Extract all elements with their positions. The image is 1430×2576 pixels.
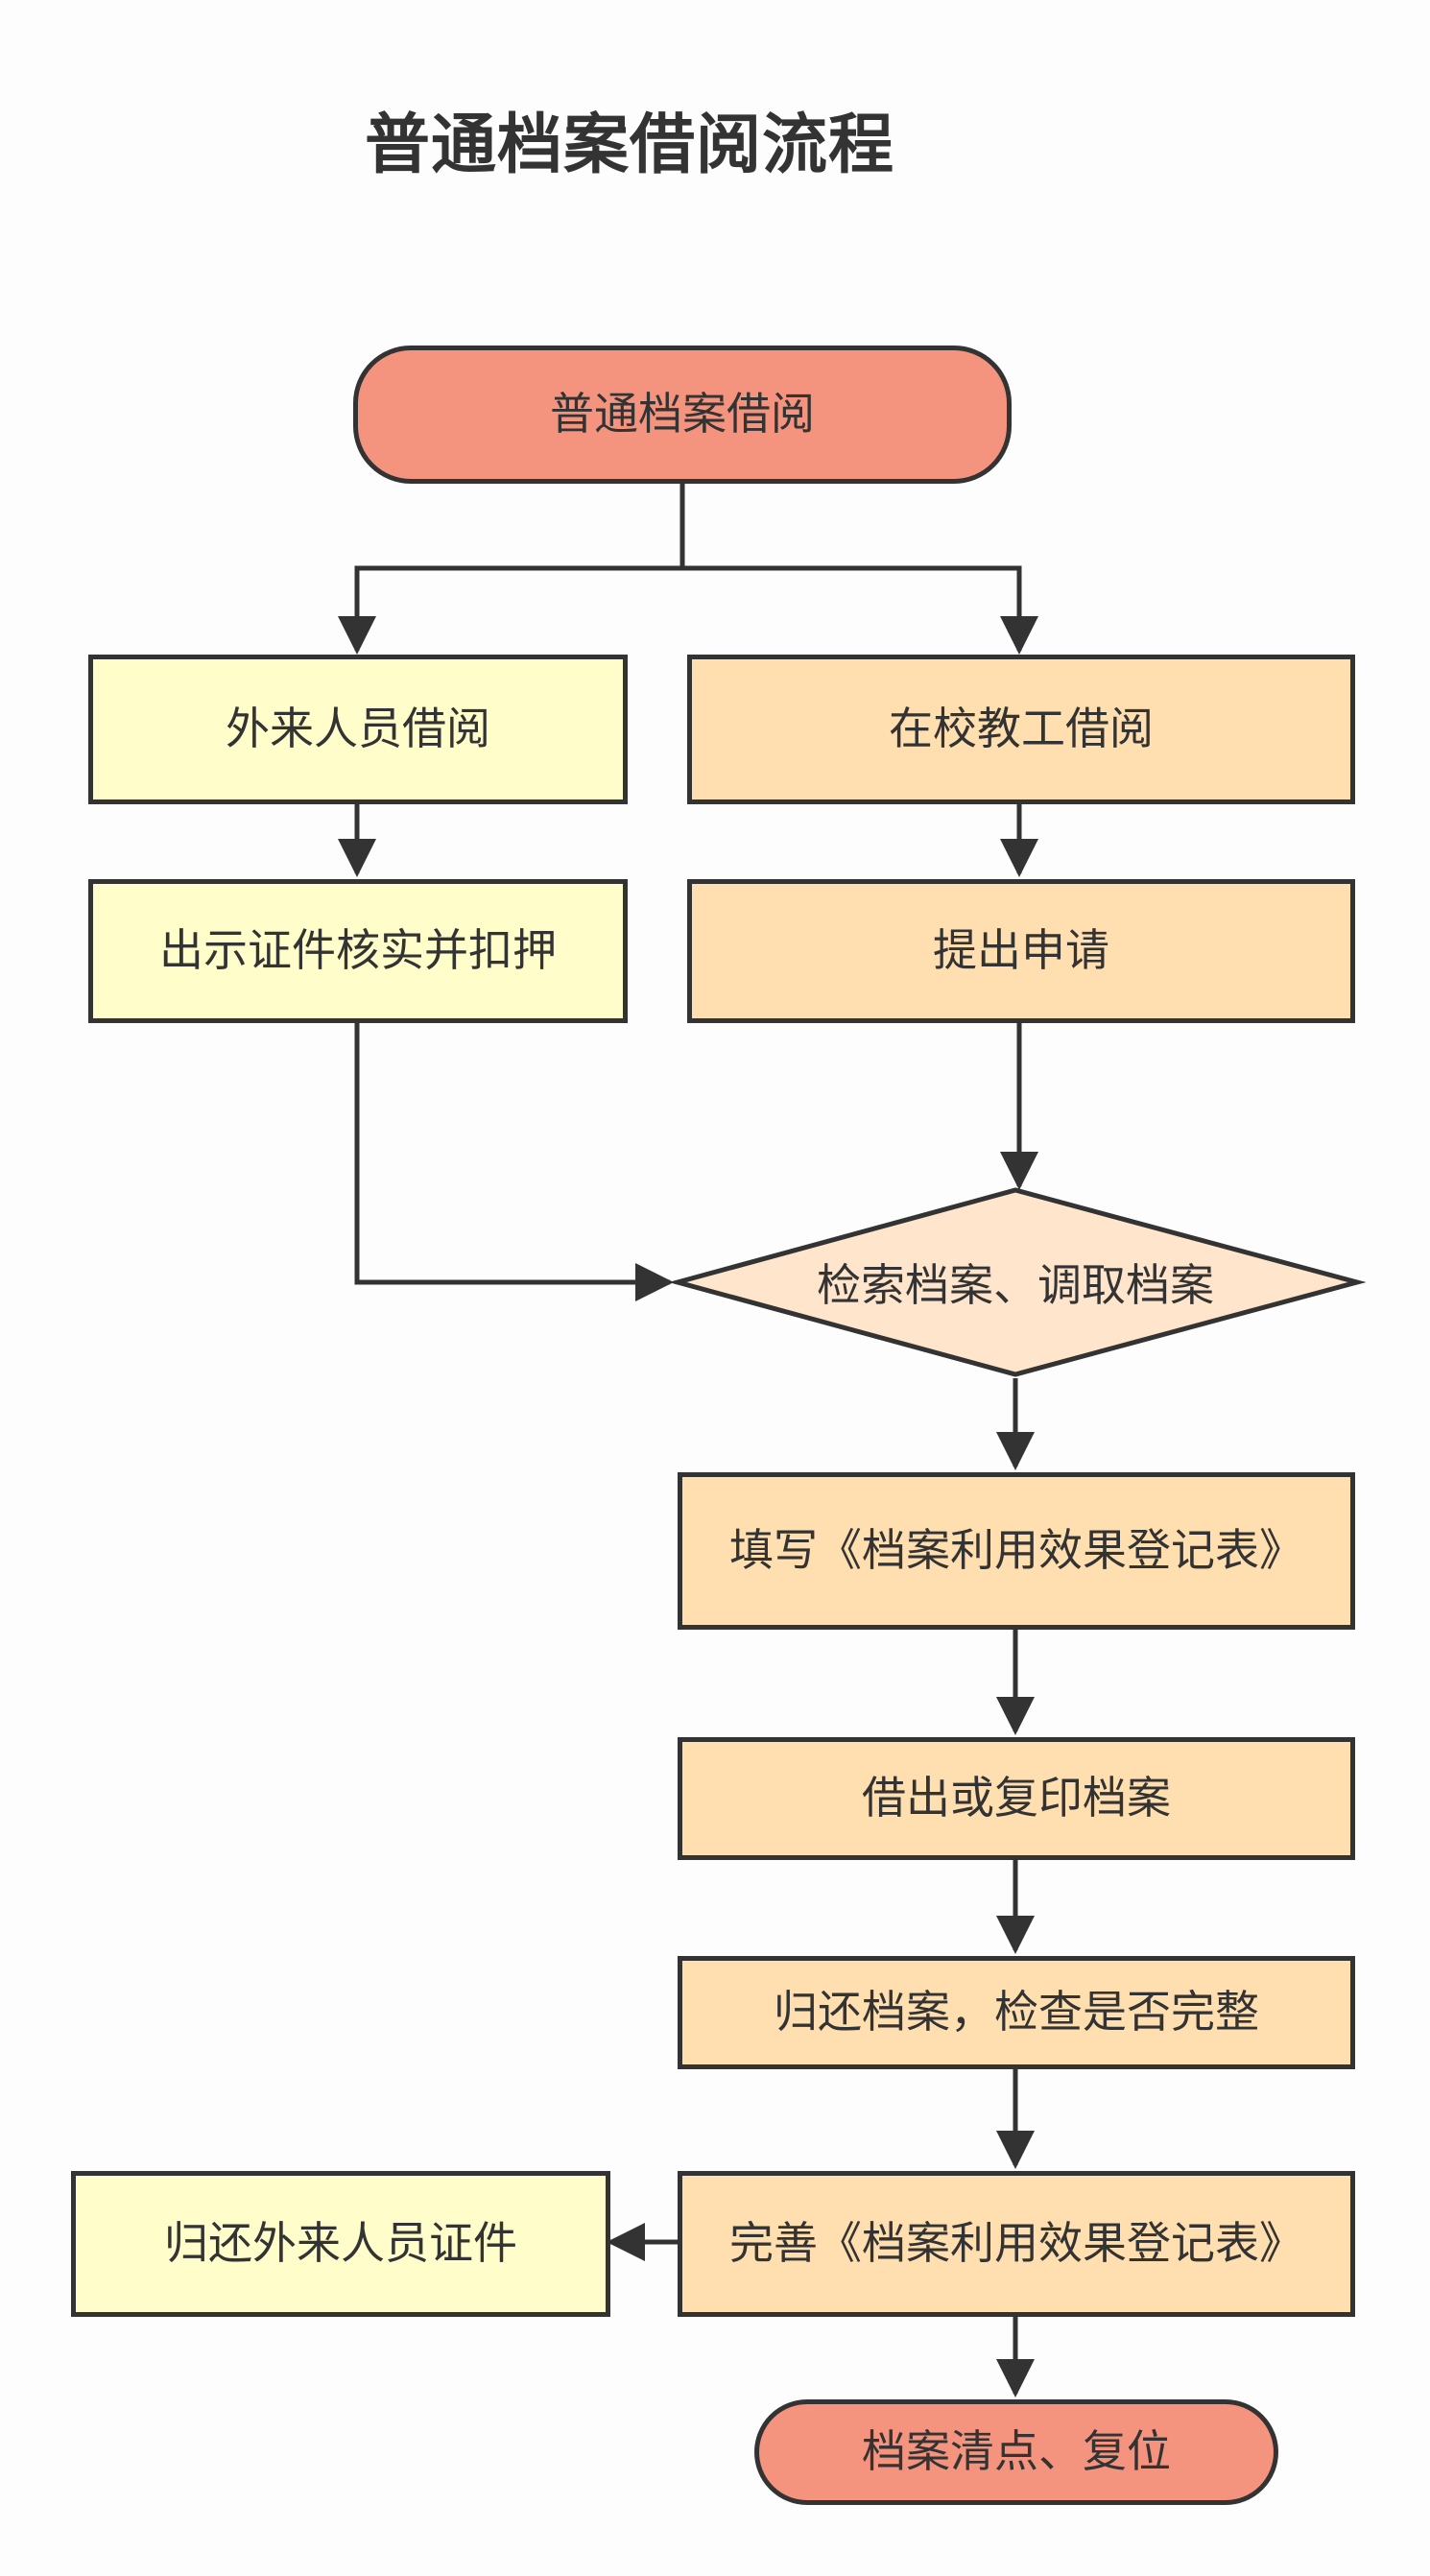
return-check-box: 归还档案，检查是否完整 xyxy=(678,1956,1355,2069)
retrieve-archives-decision: 检索档案、调取档案 xyxy=(817,1259,1214,1311)
end-terminal: 档案清点、复位 xyxy=(754,2399,1278,2505)
submit-application-box: 提出申请 xyxy=(687,879,1355,1023)
diagram-title: 普通档案借阅流程 xyxy=(365,107,895,183)
connector-show-id-to-retrieve xyxy=(354,1023,674,1301)
connector-split-to-visitor xyxy=(338,565,682,655)
show-id-box: 出示证件核实并扣押 xyxy=(88,879,628,1023)
connector-split-to-staff xyxy=(682,565,1038,655)
fill-register-box: 填写《档案利用效果登记表》 xyxy=(678,1472,1355,1630)
complete-register-box: 完善《档案利用效果登记表》 xyxy=(678,2171,1355,2317)
lend-or-copy-box: 借出或复印档案 xyxy=(678,1737,1355,1860)
start-terminal: 普通档案借阅 xyxy=(353,346,1012,484)
staff-borrow-box: 在校教工借阅 xyxy=(687,655,1355,804)
visitor-borrow-box: 外来人员借阅 xyxy=(88,655,628,804)
return-visitor-id-box: 归还外来人员证件 xyxy=(71,2171,610,2317)
decision-diamond-shape xyxy=(668,1187,1367,1377)
